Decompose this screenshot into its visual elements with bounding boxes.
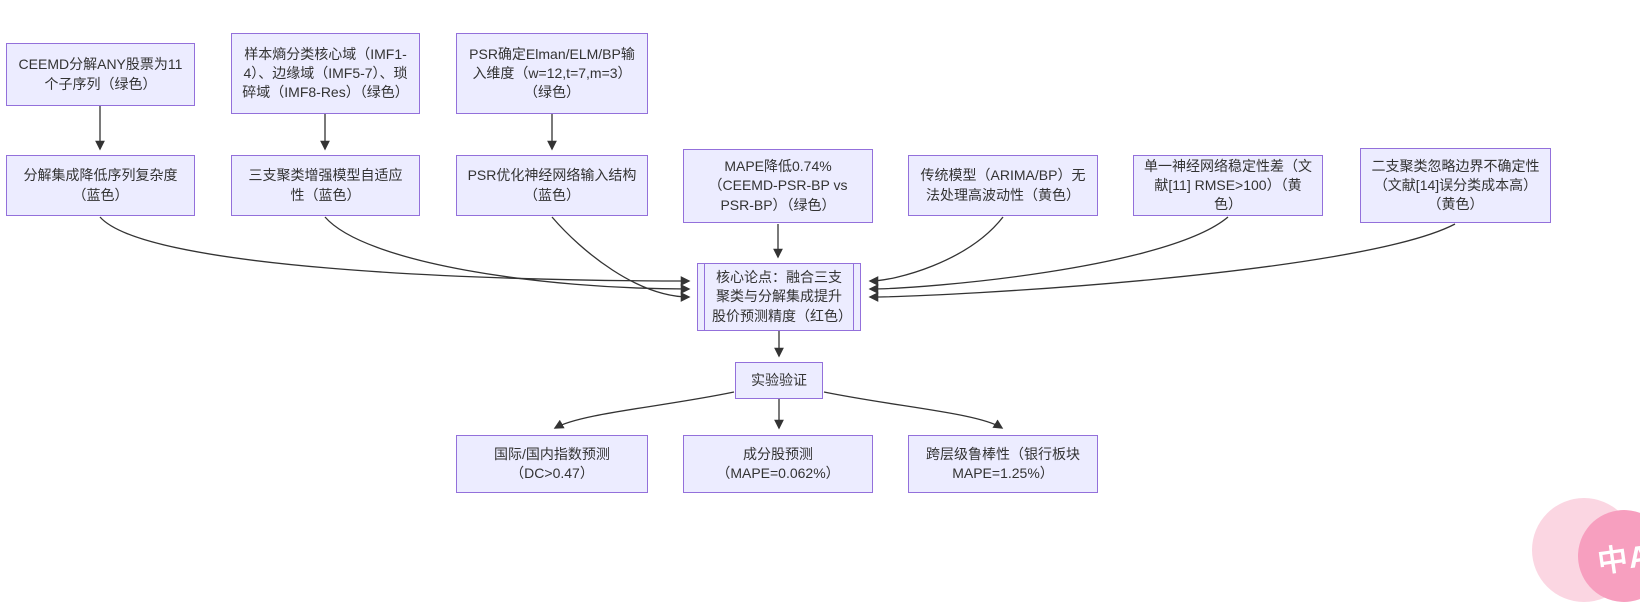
node-psr-input-dimension: PSR确定Elman/ELM/BP输入维度（w=12,t=7,m=3）（绿色） bbox=[456, 33, 648, 114]
node-core-thesis: 核心论点：融合三支聚类与分解集成提升股价预测精度（红色） bbox=[697, 263, 861, 331]
node-sample-entropy: 样本熵分类核心域（IMF1-4）、边缘域（IMF5-7）、琐碎域（IMF8-Re… bbox=[231, 33, 420, 114]
edge-traditional-core bbox=[868, 216, 1004, 286]
node-mape-improvement: MAPE降低0.74%（CEEMD-PSR-BP vs PSR-BP）（绿色） bbox=[683, 149, 873, 223]
node-constituent-prediction: 成分股预测（MAPE=0.062%） bbox=[683, 435, 873, 493]
node-psr-input-structure: PSR优化神经网络输入结构（蓝色） bbox=[456, 155, 648, 216]
node-twoway-limitation: 二支聚类忽略边界不确定性（文献[14]误分类成本高）（黄色） bbox=[1360, 148, 1551, 223]
node-ceemd-decompose: CEEMD分解ANY股票为11个子序列（绿色） bbox=[6, 43, 195, 106]
node-complexity-reduction: 分解集成降低序列复杂度（蓝色） bbox=[6, 155, 195, 216]
node-cross-level-robustness: 跨层级鲁棒性（银行板块 MAPE=1.25%） bbox=[908, 435, 1098, 493]
node-threeway-adaptivity: 三支聚类增强模型自适应性（蓝色） bbox=[231, 155, 420, 216]
edge-experiment-robustness bbox=[823, 391, 1004, 429]
edge-complexity-core bbox=[99, 216, 691, 286]
diagram-canvas: { "diagram": { "type": "flowchart", "nod… bbox=[6, 33, 1640, 608]
node-index-prediction: 国际/国内指数预测（DC>0.47） bbox=[456, 435, 648, 493]
edge-experiment-indexpred bbox=[553, 391, 735, 429]
edge-singlenn-core bbox=[868, 216, 1229, 294]
edge-psrstruct-core bbox=[551, 216, 691, 302]
node-experiment-validation: 实验验证 bbox=[735, 362, 823, 399]
edge-threeway-core bbox=[324, 216, 691, 294]
node-traditional-limitation: 传统模型（ARIMA/BP）无法处理高波动性（黄色） bbox=[908, 155, 1098, 216]
translate-badge[interactable]: 中A bbox=[1532, 484, 1640, 614]
node-single-nn-instability: 单一神经网络稳定性差（文献[11] RMSE>100）（黄色） bbox=[1133, 155, 1323, 216]
edge-twoway-core bbox=[868, 223, 1456, 302]
